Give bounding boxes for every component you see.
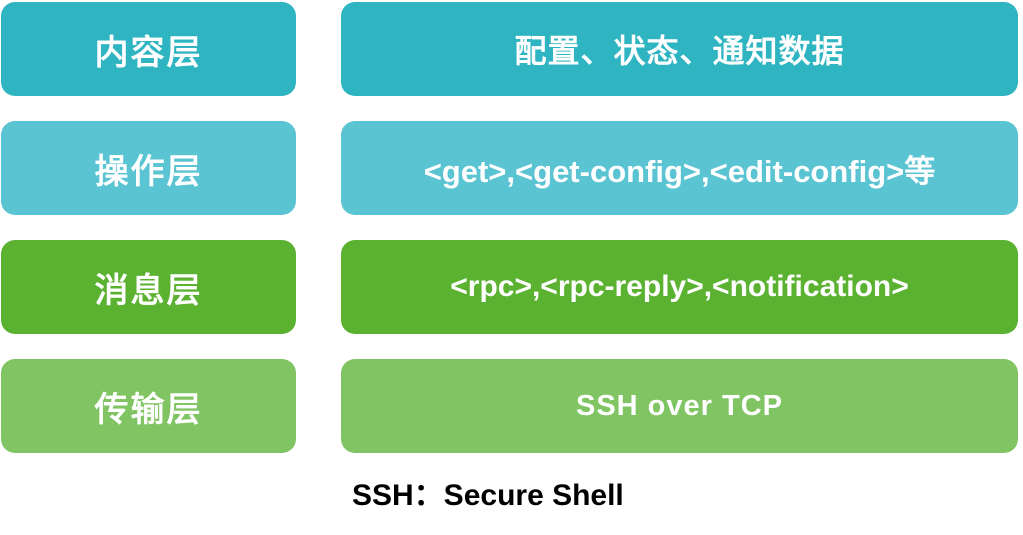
footnote-ssh-definition: SSH：Secure Shell (352, 479, 624, 512)
content-box-operations: <get>,<get-config>,<edit-config>等 (341, 121, 1018, 215)
layer-box-content: 内容层 (1, 2, 296, 96)
content-box-data: 配置、状态、通知数据 (341, 2, 1018, 96)
content-box-transport: SSH over TCP (341, 359, 1018, 453)
layer-box-transport: 传输层 (1, 359, 296, 453)
content-box-messages: <rpc>,<rpc-reply>,<notification> (341, 240, 1018, 334)
layer-box-operations: 操作层 (1, 121, 296, 215)
layer-box-messages: 消息层 (1, 240, 296, 334)
